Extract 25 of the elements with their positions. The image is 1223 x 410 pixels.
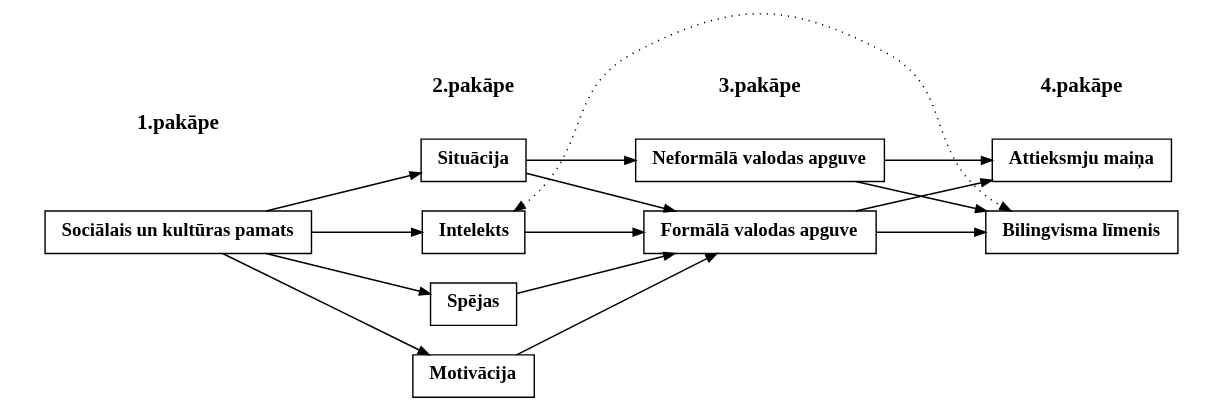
label: 4.pakāpe <box>1040 72 1123 97</box>
node-box: Spējas <box>429 281 518 326</box>
arrow <box>265 170 424 212</box>
node-box: Sociālais un kultūras pamats <box>44 209 313 254</box>
arrow <box>524 226 647 237</box>
label: 2.pakāpe <box>432 72 515 97</box>
node-box: Bilingvisma līmenis <box>985 209 1179 254</box>
arrow <box>875 226 988 237</box>
arrow <box>883 155 995 165</box>
node-box: Attieksmju maiņa <box>991 137 1173 182</box>
node-box: Neformālā valodas apguve <box>634 137 886 182</box>
arrow <box>311 226 425 237</box>
arrow <box>515 252 719 356</box>
node-box: Motivācija <box>412 353 535 398</box>
arrow <box>525 172 678 213</box>
arrow <box>221 252 432 356</box>
node-box: Situācija <box>420 137 527 182</box>
node-box: Formālā valodas apguve <box>643 209 877 254</box>
arrow <box>515 251 677 294</box>
label: 3.pakāpe <box>718 72 801 97</box>
arrow <box>525 155 638 165</box>
arrow <box>512 12 1013 212</box>
node-box: Intelekts <box>421 209 526 254</box>
label: 1.pakāpe <box>137 109 219 134</box>
arrow <box>265 252 433 296</box>
